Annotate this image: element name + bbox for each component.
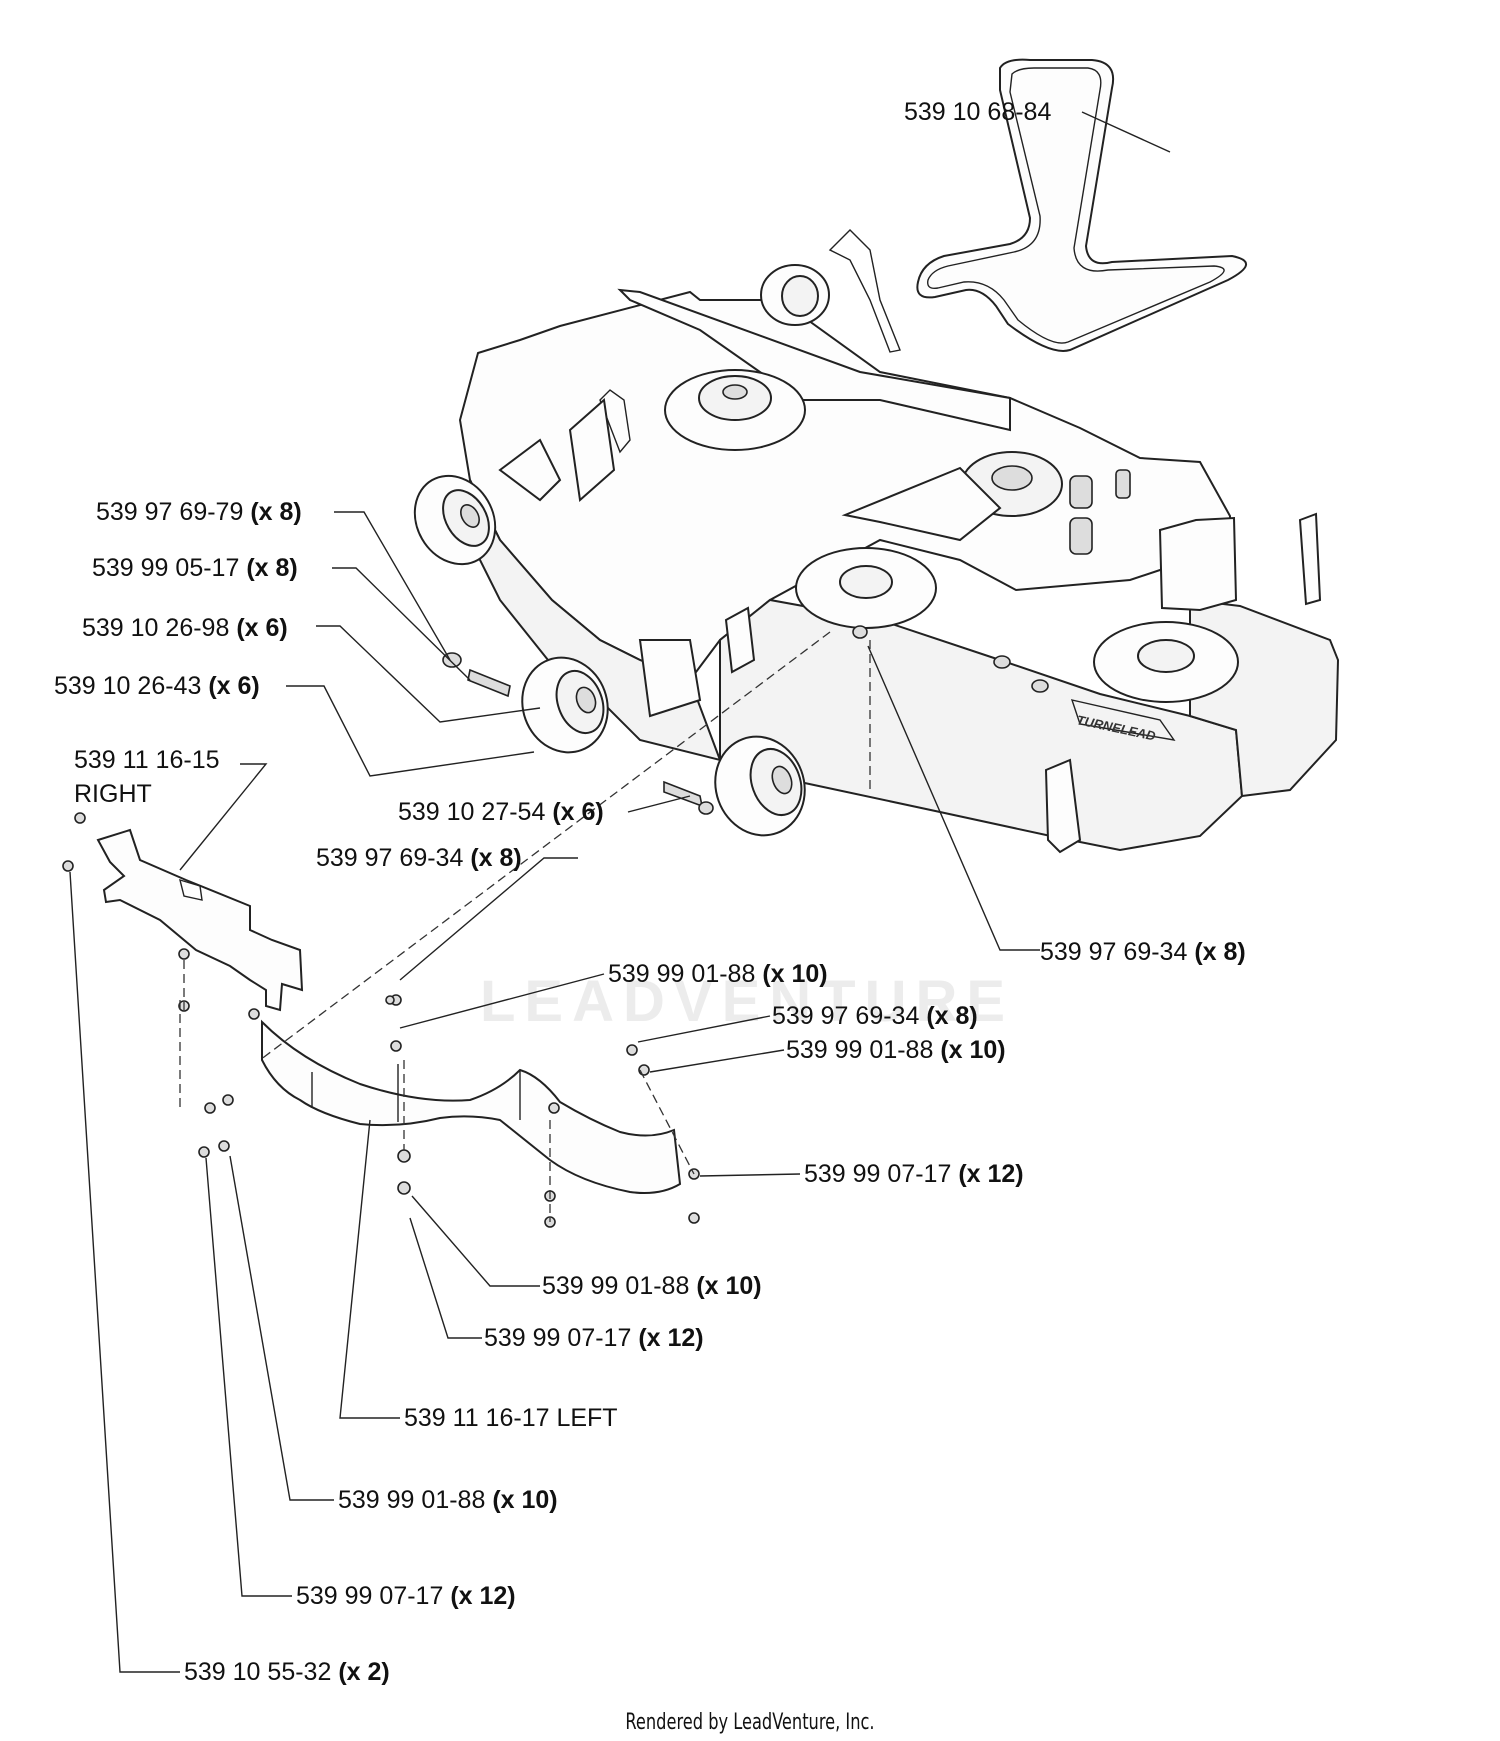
label-bolt-deck: 539 97 69-34 (x 8) [1040,938,1246,966]
label-washer-lower: 539 99 01-88 (x 10) [542,1272,762,1300]
baffle-right-part [96,828,304,1012]
label-baffle-right: 539 11 16-15 [74,746,220,774]
label-belt: 539 10 68-84 [904,98,1052,126]
label-bolt-mid-left: 539 97 69-34 (x 8) [316,844,522,872]
label-washer-left: 539 99 01-88 (x 10) [338,1486,558,1514]
label-nut-right: 539 99 07-17 (x 12) [804,1160,1024,1188]
gauge-wheels [413,264,830,837]
label-bolt-left: 539 10 55-32 (x 2) [184,1658,390,1686]
label-bolt-wheel: 539 97 69-79 (x 8) [96,498,302,526]
mower-deck: TURNELEAD [458,229,1340,854]
label-nut-lower: 539 99 07-17 (x 12) [484,1324,704,1352]
label-spacer-wheel: 539 10 26-98 (x 6) [82,614,288,642]
label-baffle-left: 539 11 16-17 LEFT [404,1404,618,1432]
wheel-hardware [442,625,1049,815]
drive-belt [916,58,1247,352]
leader-lines [69,111,1171,1673]
label-washer-wheel: 539 99 05-17 (x 8) [92,554,298,582]
label-bolt-mid-right: 539 97 69-34 (x 8) [772,1002,978,1030]
footer-credit: Rendered by LeadVenture, Inc. [625,1710,875,1735]
label-baffle-right-side: RIGHT [74,780,152,808]
label-washer-right: 539 99 01-88 (x 10) [786,1036,1006,1064]
label-bolt-axle: 539 10 27-54 (x 6) [398,798,604,826]
label-nut-left: 539 99 07-17 (x 12) [296,1582,516,1610]
baffle-hardware [62,812,700,1228]
watermark-text: LEADVENTURE [480,969,1015,1034]
assembly-lines [179,631,871,1222]
label-washer-mid: 539 99 01-88 (x 10) [608,960,828,988]
label-wheel: 539 10 26-43 (x 6) [54,672,260,700]
baffle-left-part [261,1019,682,1194]
